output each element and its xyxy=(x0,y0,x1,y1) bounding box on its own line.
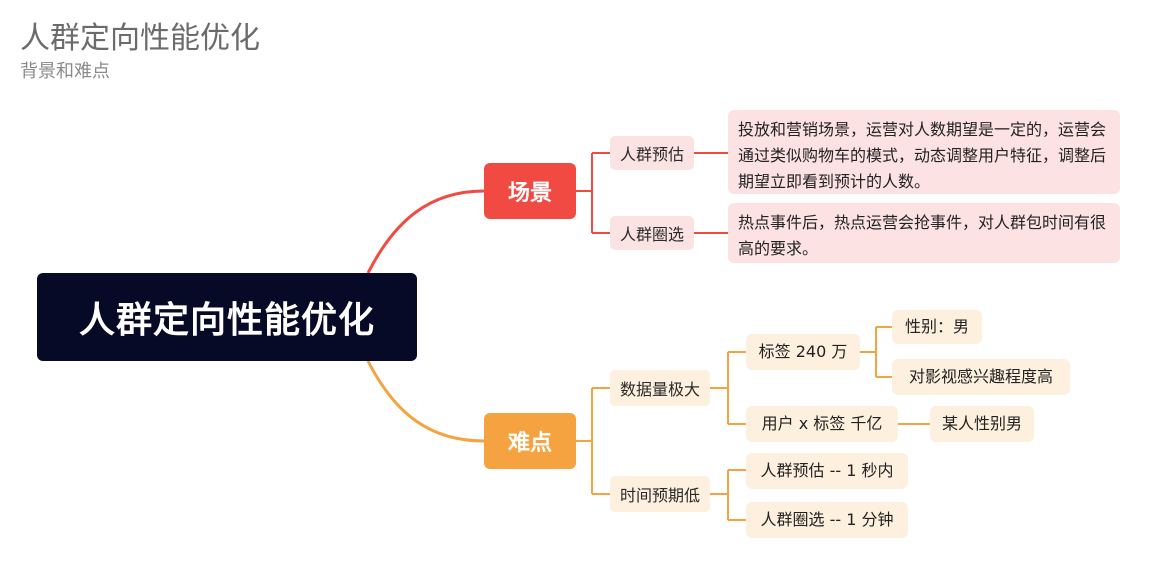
root-node: 人群定向性能优化 xyxy=(37,273,417,361)
user-tag-example: 某人性别男 xyxy=(930,406,1034,442)
connector-volume-children xyxy=(710,351,746,425)
detail-crowd-estimate: 投放和营销场景，运营对人数期望是一定的，运营会通过类似购物车的模式，动态调整用户… xyxy=(728,110,1120,194)
node-tags-count: 标签 240 万 xyxy=(746,334,860,370)
connector-scene-subs xyxy=(574,152,610,234)
connector-root-difficulty xyxy=(366,360,485,443)
page-subtitle: 背景和难点 xyxy=(20,61,110,82)
connector-root-scene xyxy=(366,189,485,274)
connector-latency-items xyxy=(710,469,746,521)
latency-estimate: 人群预估 -- 1 秒内 xyxy=(746,453,908,489)
node-user-tag-count: 用户 x 标签 千亿 xyxy=(746,406,898,442)
node-data-volume: 数据量极大 xyxy=(610,370,710,406)
node-crowd-estimate: 人群预估 xyxy=(610,136,694,170)
node-low-latency: 时间预期低 xyxy=(610,476,710,512)
tag-example-interest: 对影视感兴趣程度高 xyxy=(892,359,1070,395)
branch-difficulty: 难点 xyxy=(484,413,576,469)
detail-crowd-select: 热点事件后，热点运营会抢事件，对人群包时间有很高的要求。 xyxy=(728,203,1120,263)
page-title: 人群定向性能优化 xyxy=(20,21,260,56)
latency-select: 人群圈选 -- 1 分钟 xyxy=(746,502,908,538)
node-crowd-select: 人群圈选 xyxy=(610,216,694,250)
connector-difficulty-subs xyxy=(574,387,610,495)
connector-tags-examples xyxy=(860,326,892,378)
branch-scene: 场景 xyxy=(484,163,576,219)
tag-example-gender: 性别：男 xyxy=(892,310,982,344)
